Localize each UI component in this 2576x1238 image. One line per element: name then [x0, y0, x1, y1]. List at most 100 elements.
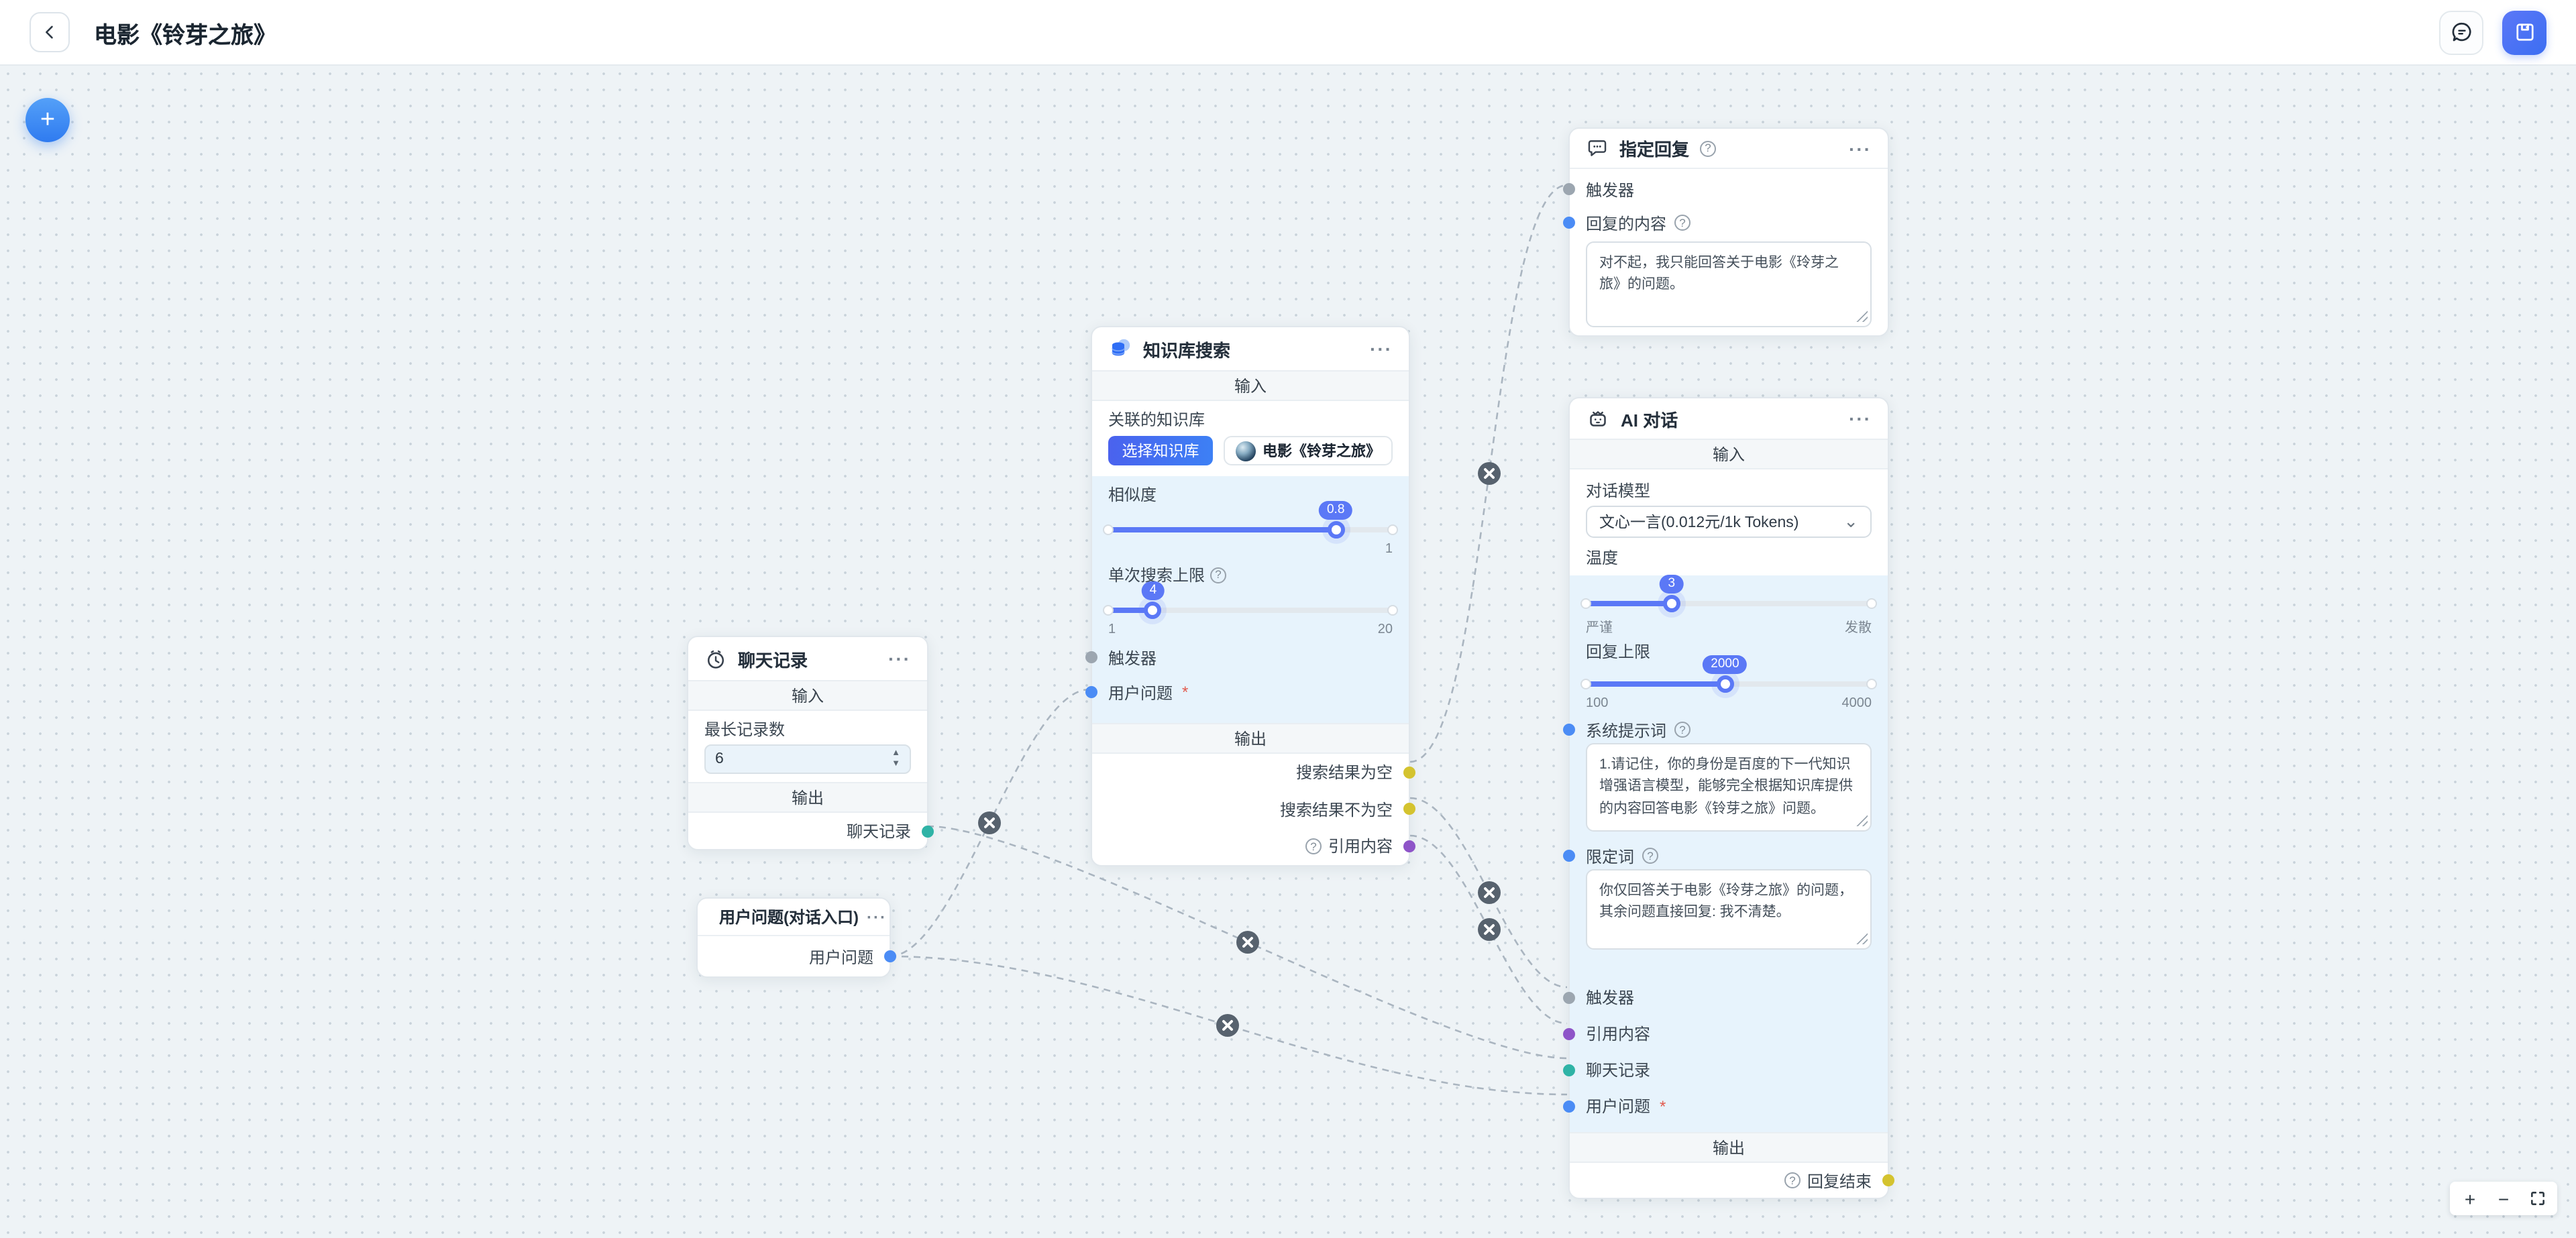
fit-view-button[interactable] [2524, 1185, 2551, 1212]
help-icon[interactable]: ? [1674, 722, 1691, 738]
similarity-max-label: 1 [1385, 542, 1393, 557]
qualifier-label-row: 限定词 ? [1563, 845, 1888, 866]
slider-track[interactable]: 4 [1103, 581, 1398, 619]
similarity-slider-handle[interactable]: 0.8 [1318, 500, 1353, 539]
input-port-user-question[interactable] [1563, 1100, 1575, 1112]
input-port-reply-content[interactable] [1563, 217, 1575, 229]
output-port-user-question[interactable] [884, 950, 896, 962]
node-ai-chat[interactable]: AI 对话 ··· 输入 对话模型 文心一言(0.012元/1k Tokens)… [1563, 397, 1894, 1199]
help-icon[interactable]: ? [1674, 215, 1691, 231]
kb-chip[interactable]: 电影《铃芽之旅》 [1224, 436, 1393, 465]
reference-input-row: 引用内容 [1563, 1015, 1888, 1052]
output-port-result-empty[interactable] [1403, 766, 1415, 779]
slider-fill [1108, 527, 1336, 532]
max-records-stepper[interactable]: ▲ ▼ [704, 744, 911, 774]
node-fixed-reply[interactable]: 指定回复 ? ··· 触发器 回复的内容 ? 对不起，我只能回答关于电影《玲芽之… [1563, 127, 1889, 337]
stepper-arrows[interactable]: ▲ ▼ [892, 748, 900, 769]
disconnect-edge-button[interactable] [1478, 462, 1501, 485]
output-port-chat-history[interactable] [922, 825, 934, 837]
limit-slider[interactable]: 4 [1103, 581, 1398, 622]
kb-params-panel: 相似度 0.8 1 单次搜索上限 [1085, 476, 1409, 723]
help-icon[interactable]: ? [1642, 848, 1659, 864]
stepper-up-icon[interactable]: ▲ [892, 748, 900, 758]
help-icon[interactable]: ? [1210, 567, 1227, 583]
limit-slider-handle[interactable]: 4 [1141, 581, 1165, 619]
system-prompt-textarea[interactable]: 1.请记住，你的身份是百度的下一代知识增强语言模型，能够完全根据知识库提供的内容… [1586, 743, 1872, 832]
disconnect-edge-button[interactable] [1478, 881, 1501, 904]
disconnect-edge-button[interactable] [1478, 918, 1501, 941]
system-prompt-field: 1.请记住，你的身份是百度的下一代知识增强语言模型，能够完全根据知识库提供的内容… [1586, 743, 1872, 832]
input-port-chat-history[interactable] [1563, 1064, 1575, 1076]
output-port-label: 搜索结果为空 [1295, 763, 1393, 783]
reply-limit-slider[interactable]: 2000 [1580, 655, 1877, 696]
node-menu-button[interactable]: ··· [1370, 338, 1393, 359]
save-button[interactable] [2502, 10, 2546, 54]
slider-max-dot [1387, 605, 1398, 616]
input-port-user-question[interactable] [1085, 686, 1097, 698]
node-menu-button[interactable]: ··· [1849, 137, 1872, 159]
slider-track[interactable]: 3 [1580, 574, 1877, 612]
node-kb-search[interactable]: 知识库搜索 ··· 输入 关联的知识库 选择知识库 电影《铃芽之旅》 相似度 [1085, 326, 1415, 866]
similarity-slider[interactable]: 0.8 [1103, 500, 1398, 542]
input-section-band: 输入 [688, 680, 927, 711]
preview-chat-button[interactable] [2439, 10, 2483, 54]
node-chat-history[interactable]: 聊天记录 ··· 输入 最长记录数 ▲ ▼ 输出 聊天记录 [687, 636, 934, 850]
node-menu-button[interactable]: ··· [1849, 408, 1872, 429]
input-section-band: 输入 [1092, 370, 1409, 401]
slider-min-dot [1580, 679, 1591, 689]
zoom-in-button[interactable]: + [2464, 1188, 2476, 1209]
page-title: 电影《铃芽之旅》 [94, 22, 276, 48]
input-port-qualifier[interactable] [1563, 850, 1575, 862]
node-title: 聊天记录 [738, 650, 808, 670]
slider-track[interactable]: 0.8 [1103, 500, 1398, 539]
reply-content-textarea[interactable]: 对不起，我只能回答关于电影《玲芽之旅》的问题。 [1586, 241, 1872, 327]
zoom-out-button[interactable]: − [2498, 1188, 2510, 1209]
node-user-question[interactable]: 用户问题(对话入口) ··· 用户问题 [696, 897, 896, 978]
disconnect-edge-button[interactable] [978, 811, 1001, 834]
input-port-system-prompt[interactable] [1563, 724, 1575, 736]
qualifier-textarea[interactable]: 你仅回答关于电影《玲芽之旅》的问题，其余问题直接回复: 我不清楚。 [1586, 869, 1872, 950]
output-port-label: 聊天记录 [846, 822, 911, 841]
help-icon[interactable]: ? [1784, 1172, 1801, 1188]
chevron-down-icon: ⌄ [1843, 510, 1858, 531]
output-port-reply-end[interactable] [1882, 1174, 1894, 1186]
back-button[interactable] [30, 12, 70, 52]
model-select[interactable]: 文心一言(0.012元/1k Tokens) ⌄ [1586, 506, 1872, 538]
help-icon[interactable]: ? [1700, 140, 1717, 156]
reply-limit-range-labels: 100 4000 [1570, 696, 1888, 714]
max-records-input[interactable] [715, 751, 892, 767]
slider-track[interactable]: 2000 [1580, 655, 1877, 693]
input-port-trigger[interactable] [1085, 651, 1097, 663]
output-port-reference[interactable] [1403, 840, 1415, 852]
help-icon[interactable]: ? [1305, 838, 1322, 854]
reply-limit-slider-handle[interactable]: 2000 [1703, 655, 1748, 693]
input-port-reference[interactable] [1563, 1027, 1575, 1039]
node-menu-button[interactable]: ··· [888, 648, 911, 669]
temperature-slider[interactable]: 3 [1580, 574, 1877, 616]
temperature-slider-handle[interactable]: 3 [1660, 574, 1684, 612]
output-row: ? 回复结束 [1570, 1163, 1894, 1198]
input-port-trigger[interactable] [1563, 991, 1575, 1003]
max-records-label: 最长记录数 [704, 720, 786, 739]
model-select-value: 文心一言(0.012元/1k Tokens) [1599, 515, 1799, 531]
output-row: 聊天记录 [688, 813, 934, 849]
canvas-zoom-toolbar: + − [2450, 1182, 2557, 1215]
flow-canvas[interactable]: + 聊天记录 ··· 输入 最长记录数 ▲ ▼ [0, 66, 2576, 1238]
output-port-result-not-empty[interactable] [1403, 803, 1415, 815]
reply-content-label-row: 回复的内容 ? [1563, 207, 1888, 239]
save-icon [2516, 23, 2533, 41]
similarity-range-labels: 1 [1092, 542, 1409, 559]
output-port-label: 用户问题 [808, 948, 873, 966]
input-section-band: 输入 [1570, 439, 1888, 469]
stepper-down-icon[interactable]: ▼ [892, 758, 900, 768]
reply-limit-value-bubble: 2000 [1703, 655, 1748, 674]
add-node-button[interactable]: + [25, 98, 70, 142]
disconnect-edge-button[interactable] [1216, 1014, 1239, 1037]
node-menu-button[interactable]: ··· [867, 907, 887, 926]
select-kb-button[interactable]: 选择知识库 [1108, 436, 1213, 465]
input-port-trigger[interactable] [1563, 183, 1575, 195]
disconnect-edge-button[interactable] [1236, 931, 1259, 954]
qualifier-field: 你仅回答关于电影《玲芽之旅》的问题，其余问题直接回复: 我不清楚。 [1586, 869, 1872, 950]
top-bar-actions [2439, 10, 2546, 54]
